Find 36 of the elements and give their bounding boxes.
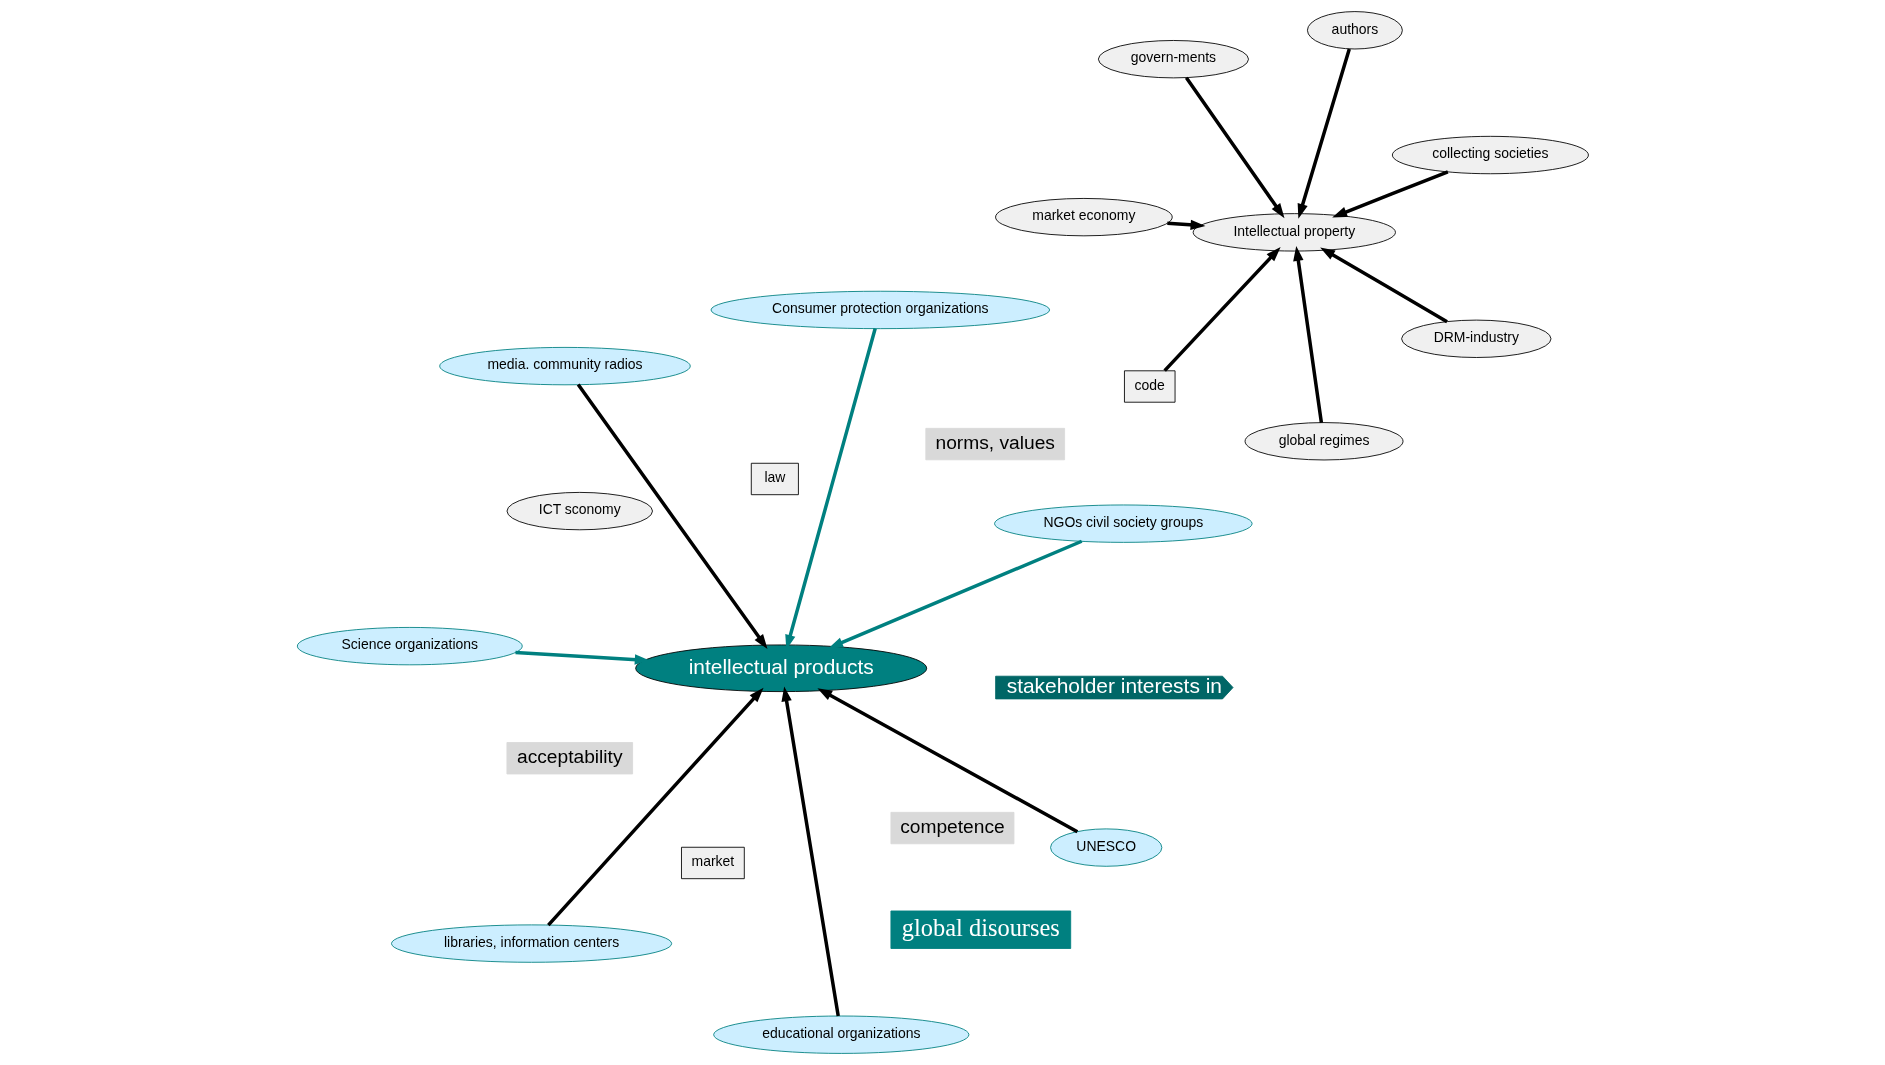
node-ellipse: UNESCO <box>1049 828 1162 867</box>
node-box: code <box>1123 370 1175 403</box>
node-ellipse: market economy <box>994 198 1173 237</box>
arrow <box>1162 246 1281 372</box>
arrow <box>780 686 840 1017</box>
arrow <box>1319 247 1448 324</box>
node-ellipse: ICT sconomy <box>506 491 653 531</box>
arrow <box>1166 219 1205 231</box>
node-box: law <box>750 462 799 496</box>
node-ellipse: Consumer protection organizations <box>710 290 1050 330</box>
node-box: global disourses <box>890 910 1071 949</box>
node-ellipse: media. community radios <box>438 346 691 386</box>
node-ellipse: libraries, information centers <box>390 924 672 963</box>
node-ellipse: authors <box>1306 11 1403 50</box>
arrow <box>1292 245 1323 423</box>
node-ellipse: govern-ments <box>1097 40 1249 79</box>
arrow <box>514 650 650 665</box>
arrow <box>576 383 767 650</box>
node-ellipse: DRM-industry <box>1400 319 1551 358</box>
node-box: competence <box>890 811 1014 845</box>
node-ellipse: NGOs civil society groups <box>993 504 1253 543</box>
arrow <box>816 688 1078 834</box>
arrow <box>827 539 1082 649</box>
node-ellipse: Intellectual property <box>1192 213 1396 252</box>
arrow <box>1297 48 1351 219</box>
node-ellipse: Science organizations <box>296 627 523 666</box>
node-box: market <box>680 846 745 880</box>
node-box: acceptability <box>506 742 633 775</box>
node-ellipse: collecting societies <box>1391 135 1589 175</box>
node-ellipse: educational organizations <box>712 1015 969 1054</box>
arrow <box>1184 76 1284 219</box>
arrow <box>784 328 877 650</box>
node-box: norms, values <box>924 427 1065 461</box>
arrow <box>546 687 764 927</box>
arrow <box>1331 170 1448 218</box>
node-ellipse: global regimes <box>1244 422 1403 461</box>
